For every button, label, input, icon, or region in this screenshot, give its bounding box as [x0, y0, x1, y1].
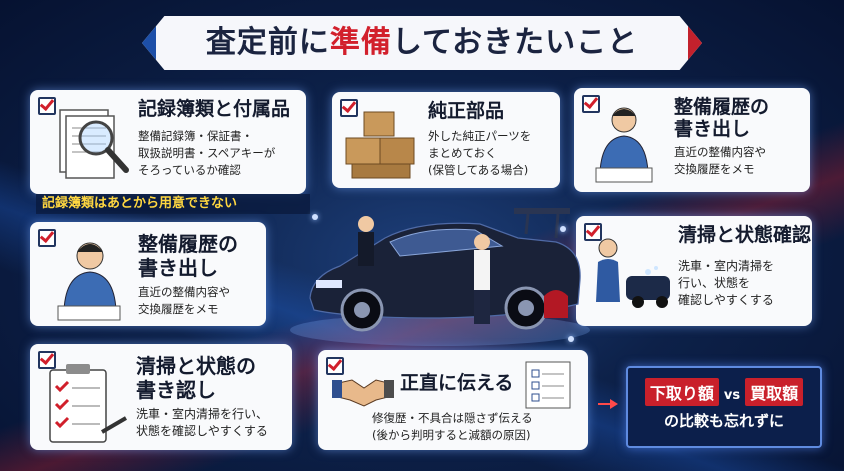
person-writing-icon — [57, 242, 121, 321]
checklist-icon — [525, 361, 571, 409]
vs-label: vs — [723, 388, 741, 403]
sparkle-icon — [560, 226, 566, 232]
arrow-right-icon — [598, 399, 618, 409]
clipboard-checklist-icon — [49, 364, 128, 443]
sparkle-icon — [312, 214, 318, 220]
card-history-top-title: 整備履歴の 書き出し — [674, 96, 770, 140]
card-records-body: 整備記録簿・保証書・ 取扱説明書・スペアキーが そろっているか確認 — [138, 129, 276, 177]
card-cleaning-left-body: 洗車・室内清掃を行い、 状態を確認しやすくする — [136, 407, 269, 438]
title-banner: 査定前に準備しておきたいこと — [142, 16, 702, 70]
card-records: 記録簿類と付属品 整備記録簿・保証書・ 取扱説明書・スペアキーが そろっているか… — [30, 90, 306, 194]
person-writing-icon — [595, 107, 653, 183]
checkbox-icon — [326, 357, 344, 375]
title-band — [142, 16, 702, 70]
card-parts-title: 純正部品 — [428, 100, 505, 122]
handshake-icon — [332, 379, 394, 407]
card-history-left: 整備履歴の 書き出し 直近の整備内容や 交換履歴をメモ — [30, 222, 266, 326]
sparkle-icon — [568, 336, 574, 342]
compare-subtext: の比較も忘れずに — [663, 412, 784, 430]
card-parts-body: 外した純正パーツを まとめておく (保管してある場合) — [428, 129, 532, 177]
records-note: 記録簿類はあとから用意できない — [36, 194, 310, 214]
title-highlight: 準備 — [329, 25, 392, 60]
trade-in-label: 下取り額 — [644, 378, 719, 406]
boxes-icon — [345, 111, 415, 179]
card-cleaning-right: 清掃と状態確認 洗車・室内清掃を 行い、状態を 確認しやすくする — [576, 216, 812, 326]
documents-magnifier-icon — [59, 109, 129, 179]
card-cleaning-right-body: 洗車・室内清掃を 行い、状態を 確認しやすくする — [678, 259, 775, 307]
card-parts: 純正部品 外した純正パーツを まとめておく (保管してある場合) — [332, 92, 560, 188]
checkbox-icon — [340, 99, 358, 117]
card-history-left-body: 直近の整備内容や 交換履歴をメモ — [138, 285, 230, 316]
card-honest-title: 正直に伝える — [400, 372, 514, 394]
checkbox-icon — [38, 229, 56, 247]
card-records-title: 記録簿類と付属品 — [138, 98, 291, 120]
checkbox-icon — [582, 95, 600, 113]
card-cleaning-left: 清掃と状態の 書き認し 洗車・室内清掃を行い、 状態を確認しやすくする — [30, 344, 292, 450]
price-compare-box: 下取り額 vs 買取額 の比較も忘れずに — [626, 366, 822, 448]
card-honest-body: 修復歴・不具合は隠さず伝える (後から判明すると減額の原因) — [372, 411, 533, 442]
purchase-label: 買取額 — [745, 378, 804, 406]
card-cleaning-left-title: 清掃と状態の 書き認し — [136, 354, 256, 402]
card-honest: 正直に伝える 修復歴・不具合は隠さず伝える (後から判明すると減額の原因) — [318, 350, 588, 450]
page-title: 査定前に準備しておきたいこと — [142, 16, 702, 70]
checkbox-icon — [584, 223, 602, 241]
card-history-left-title: 整備履歴の 書き出し — [138, 232, 238, 280]
title-pre: 査定前に — [205, 25, 330, 60]
card-history-top: 整備履歴の 書き出し 直近の整備内容や 交換履歴をメモ — [574, 88, 810, 192]
checkbox-icon — [38, 351, 56, 369]
sports-car-illustration — [290, 208, 590, 346]
compare-row: 下取り額 vs 買取額 — [628, 378, 820, 406]
card-cleaning-right-title: 清掃と状態確認 — [678, 224, 812, 246]
title-post: しておきたいこと — [391, 25, 639, 60]
card-history-top-body: 直近の整備内容や 交換履歴をメモ — [674, 145, 766, 176]
checkbox-icon — [38, 97, 56, 115]
car-washing-icon — [596, 238, 670, 308]
